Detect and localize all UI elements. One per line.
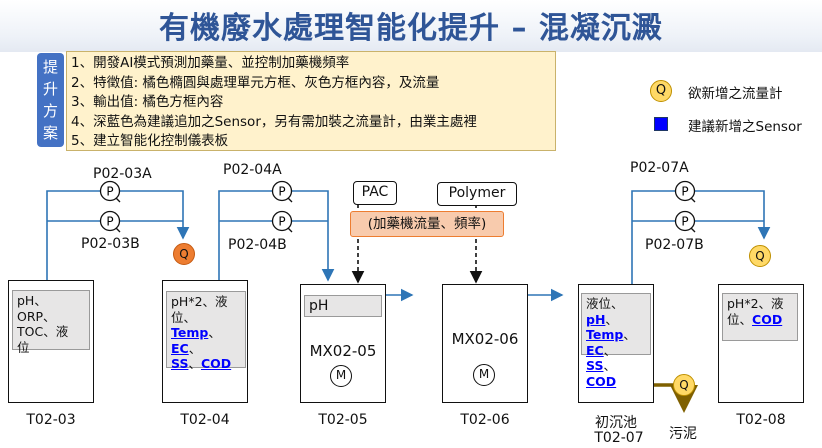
pump-icon: P (271, 180, 293, 203)
tank-label-t0208: T02-08 (736, 412, 786, 428)
upgrade-tag-char: 提 (42, 58, 58, 76)
pump-icon: P (99, 180, 121, 203)
panel-line: pH、ORP、 (17, 293, 56, 324)
parameter-panel: 液位、pH、 Temp、EC、 SS、COD (581, 293, 651, 389)
tank-t0207: 液位、pH、 Temp、EC、 SS、COD (578, 284, 654, 403)
legend-flowmeter-icon: Q (650, 80, 672, 102)
panel-text: 位、 (727, 311, 753, 327)
upgrade-plan-tag: 提 升 方 案 (37, 53, 64, 147)
plan-item: 3、輸出值: 橘色方框內容 (71, 94, 224, 110)
upgrade-tag-char: 案 (42, 124, 58, 142)
plan-item: 1、開發AI模式預測加藥量、並控制加藥機頻率 (71, 55, 350, 71)
panel-line: Temp、EC、 (171, 325, 221, 356)
plan-item: 4、深藍色為建議追加之Sensor，另有需加裝之流量計，由業主處裡 (71, 113, 477, 130)
parameter-panel: pH (304, 295, 382, 317)
tank-t0205: pH MX02-05 M (300, 284, 386, 403)
parameter-panel: pH、ORP、 TOC、液 位 (12, 290, 90, 355)
pump-label-p0207b: P02-07B (645, 237, 704, 253)
sensor-cod: COD (200, 356, 232, 371)
panel-line: SS、COD (586, 358, 617, 389)
tank-t0206: MX02-06 M (442, 284, 528, 403)
sensor-ph: pH (586, 311, 606, 327)
dosing-output-box: (加藥機流量、頻率) (350, 211, 504, 237)
dosing-lines (351, 204, 483, 284)
pump-label-p0207a: P02-07A (630, 160, 689, 176)
parameter-panel: pH*2、液 位、 Temp、EC、 SS、COD (166, 291, 246, 371)
tank-t0208: pH*2、液 位、COD (718, 284, 804, 403)
plan-box: 1、開發AI模式預測加藥量、並控制加藥機頻率 2、特徵值: 橘色橢圓與處理單元方… (66, 51, 556, 151)
pump-icon: P (674, 180, 696, 203)
parameter-panel: pH*2、液 位、COD (722, 293, 798, 341)
tank-label-t0207: T02-07 (594, 430, 644, 446)
plan-item: 5、建立智能化控制儀表板 (71, 133, 229, 149)
upgrade-tag-char: 升 (42, 80, 58, 98)
tank-label-t0205: T02-05 (318, 412, 368, 428)
pipe-group-t0207 (631, 190, 771, 285)
flowmeter-icon-t0208-inlet: Q (749, 245, 771, 267)
pump-label-p0203b: P02-03B (81, 236, 140, 252)
pump-label-p0204b: P02-04B (228, 237, 287, 253)
sensor-ec: EC (586, 342, 604, 358)
panel-text: 液位、 (586, 296, 624, 311)
tank-label-t0204: T02-04 (180, 412, 230, 428)
pump-symbol: P (681, 185, 688, 199)
pump-symbol: P (681, 215, 688, 229)
panel-line: 位、 (171, 309, 197, 325)
pipe-group-t0203 (46, 190, 190, 280)
panel-line: SS、COD (171, 356, 232, 371)
pump-label-p0204a: P02-04A (223, 162, 282, 178)
panel-line: TOC、液 (17, 324, 69, 339)
sensor-cod: COD (752, 311, 783, 327)
upgrade-tag-char: 方 (42, 102, 58, 120)
pac-box: PAC (353, 181, 397, 205)
page-title: 有機廢水處理智能化提升 – 混凝沉澱 (159, 11, 663, 46)
sensor-ss: SS (586, 358, 604, 373)
legend-sensor-text: 建議新增之Sensor (688, 119, 802, 135)
panel-line: 液位、pH、 (586, 296, 624, 327)
pump-icon: P (674, 210, 696, 233)
flowmeter-icon-sludge: Q (673, 374, 695, 396)
tank-t0204: pH*2、液 位、 Temp、EC、 SS、COD (162, 280, 248, 403)
flowmeter-icon-t0204-inlet: Q (173, 243, 195, 265)
title-band (0, 0, 822, 52)
tank-t0203: pH、ORP、 TOC、液 位 (8, 280, 94, 403)
pump-icon: P (271, 210, 293, 233)
panel-line: 位 (17, 339, 30, 355)
mixer-icon: M (330, 365, 352, 387)
panel-line: 位、COD (727, 312, 793, 328)
tank-label-t0203: T02-03 (26, 412, 76, 428)
panel-line: Temp、EC、 (586, 327, 636, 358)
mixer-icon: M (473, 364, 495, 386)
tank-label-t0206: T02-06 (460, 412, 510, 428)
polymer-box: Polymer (437, 182, 517, 206)
legend-sensor-icon (654, 117, 668, 131)
panel-line: pH*2、液 (727, 296, 784, 311)
pump-symbol: P (278, 215, 285, 229)
sensor-ss: SS (171, 356, 189, 371)
sensor-cod: COD (586, 373, 617, 389)
pump-icon: P (99, 210, 121, 233)
pump-label-p0203a: P02-03A (93, 166, 152, 182)
pump-symbol: P (278, 185, 285, 199)
sludge-label: 污泥 (669, 426, 697, 442)
mixer-tank-name: MX02-06 (451, 330, 519, 348)
pipe-group-t0204 (218, 190, 335, 282)
pump-symbol: P (106, 185, 113, 199)
sensor-temp: Temp (586, 327, 624, 342)
pump-symbol: P (106, 215, 113, 229)
tank-sublabel-t0207: 初沉池 (595, 415, 637, 431)
sensor-ec: EC (171, 340, 189, 356)
panel-line: pH*2、液 (171, 294, 228, 309)
legend-flowmeter-text: 欲新增之流量計 (688, 86, 783, 102)
sensor-temp: Temp (171, 325, 209, 340)
plan-item: 2、特徵值: 橘色橢圓與處理單元方框、灰色方框內容，及流量 (71, 74, 440, 91)
mixer-tank-name: MX02-05 (309, 342, 377, 360)
